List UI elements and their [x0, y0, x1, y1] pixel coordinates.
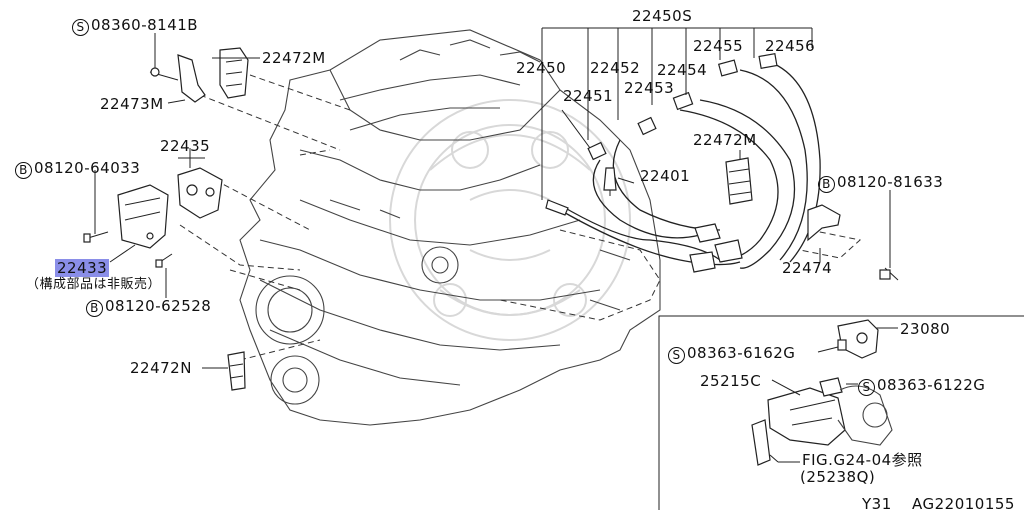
- label-22455: 22455: [693, 37, 744, 55]
- footer-model: Y31: [862, 495, 892, 513]
- part-number: 08363-6122G: [877, 376, 986, 394]
- footer-code: AG22010155: [912, 495, 1015, 513]
- part-number: 08120-81633: [837, 173, 944, 191]
- b-circle-icon: B: [818, 176, 835, 193]
- s-circle-icon: S: [668, 347, 685, 364]
- label-22450: 22450: [516, 59, 567, 77]
- not-sold-note: （構成部品は非販売）: [26, 277, 162, 292]
- label-22473m: 22473M: [100, 95, 164, 113]
- spark-plug-wires: [545, 53, 821, 273]
- b-circle-icon: B: [86, 300, 103, 317]
- bracket-22435: [177, 167, 223, 219]
- spark-plug-22401: [603, 167, 617, 196]
- label-22452: 22452: [590, 59, 641, 77]
- highlighted-part-number: 22433: [55, 259, 110, 277]
- clip-22472m-right: [725, 157, 753, 205]
- watermark-emblem: [389, 99, 631, 341]
- label-22472m-top: 22472M: [262, 49, 326, 67]
- label-22454: 22454: [657, 61, 708, 79]
- clip-22472m-top: [219, 47, 249, 99]
- label-22401: 22401: [640, 167, 691, 185]
- dashed-leaders: [179, 74, 862, 361]
- label-22451: 22451: [563, 87, 614, 105]
- label-22474: 22474: [782, 259, 833, 277]
- fig-reference: FIG.G24-04参照: [802, 451, 923, 469]
- bolts-left: [83, 231, 173, 268]
- part-number: 08120-64033: [34, 159, 141, 177]
- solid-leaders: [94, 27, 891, 369]
- s-circle-icon: S: [858, 379, 875, 396]
- part-number: 08360-8141B: [91, 16, 199, 34]
- clip-22472n: [227, 351, 246, 391]
- s-circle-icon: S: [72, 19, 89, 36]
- label-22472m-right: 22472M: [693, 131, 757, 149]
- label-25215c: 25215C: [700, 372, 762, 390]
- label-22435: 22435: [160, 137, 211, 155]
- inset-box: [658, 315, 1024, 510]
- b-circle-icon: B: [15, 162, 32, 179]
- part-number: 08363-6162G: [687, 344, 796, 362]
- bracket-22474: [807, 204, 899, 281]
- label-22456: 22456: [765, 37, 816, 55]
- fig-reference-part: (25238Q): [800, 468, 876, 486]
- label-22472n: 22472N: [130, 359, 192, 377]
- part-number: 08120-62528: [105, 297, 212, 315]
- ignition-coil-22433: [117, 184, 169, 249]
- label-22450s: 22450S: [632, 7, 693, 25]
- label-22453: 22453: [624, 79, 675, 97]
- bracket-22473m: [149, 54, 206, 103]
- label-23080: 23080: [900, 320, 951, 338]
- label-22433: 22433: [55, 259, 110, 277]
